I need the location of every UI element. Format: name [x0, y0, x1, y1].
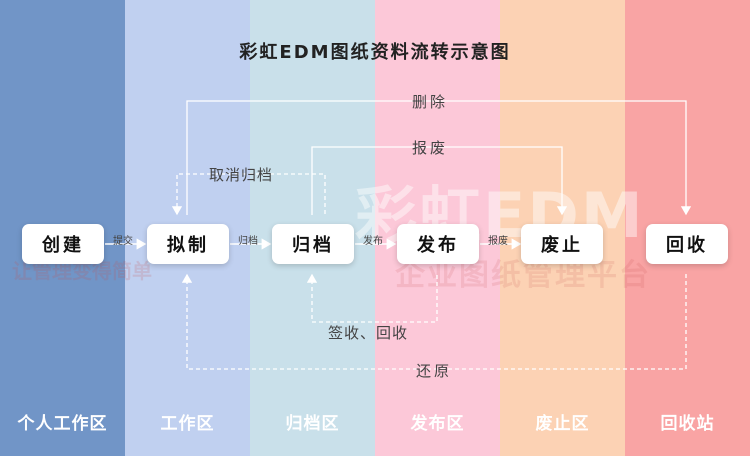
zone-label-personal: 个人工作区 — [17, 414, 108, 434]
node-abolish[interactable]: 废止 — [521, 224, 603, 264]
edge-submit-label: 提交 — [113, 236, 133, 247]
zone-label-abolish: 废止区 — [535, 414, 590, 434]
zone-label-work: 工作区 — [160, 414, 215, 434]
node-recycle[interactable]: 回收 — [646, 224, 728, 264]
zone-label-archive: 归档区 — [285, 414, 340, 434]
node-publish[interactable]: 发布 — [397, 224, 479, 264]
flow-sign-recycle-label: 签收、回收 — [328, 324, 409, 342]
flow-cancel-archive-label: 取消归档 — [209, 166, 274, 184]
node-draft[interactable]: 拟制 — [147, 224, 229, 264]
edge-publish-label: 发布 — [363, 236, 383, 247]
flow-restore-label: 还原 — [416, 362, 453, 380]
node-create[interactable]: 创建 — [22, 224, 104, 264]
diagram-title: 彩虹EDM图纸资料流转示意图 — [239, 42, 511, 63]
zone-label-recycle: 回收站 — [660, 414, 715, 434]
flow-delete-line — [186, 100, 692, 216]
flow-cancel-archive-line — [171, 173, 326, 216]
zone-label-publish: 发布区 — [410, 414, 465, 434]
edge-archive-label: 归档 — [238, 236, 258, 247]
flow-delete-label: 删除 — [412, 93, 449, 111]
node-archive[interactable]: 归档 — [272, 224, 354, 264]
flow-scrap-line — [311, 146, 568, 216]
flow-restore-line — [181, 273, 687, 370]
flow-scrap-label: 报废 — [412, 139, 449, 157]
flow-sign-recycle-line — [306, 273, 438, 323]
edge-scrap-label: 报废 — [488, 236, 508, 247]
